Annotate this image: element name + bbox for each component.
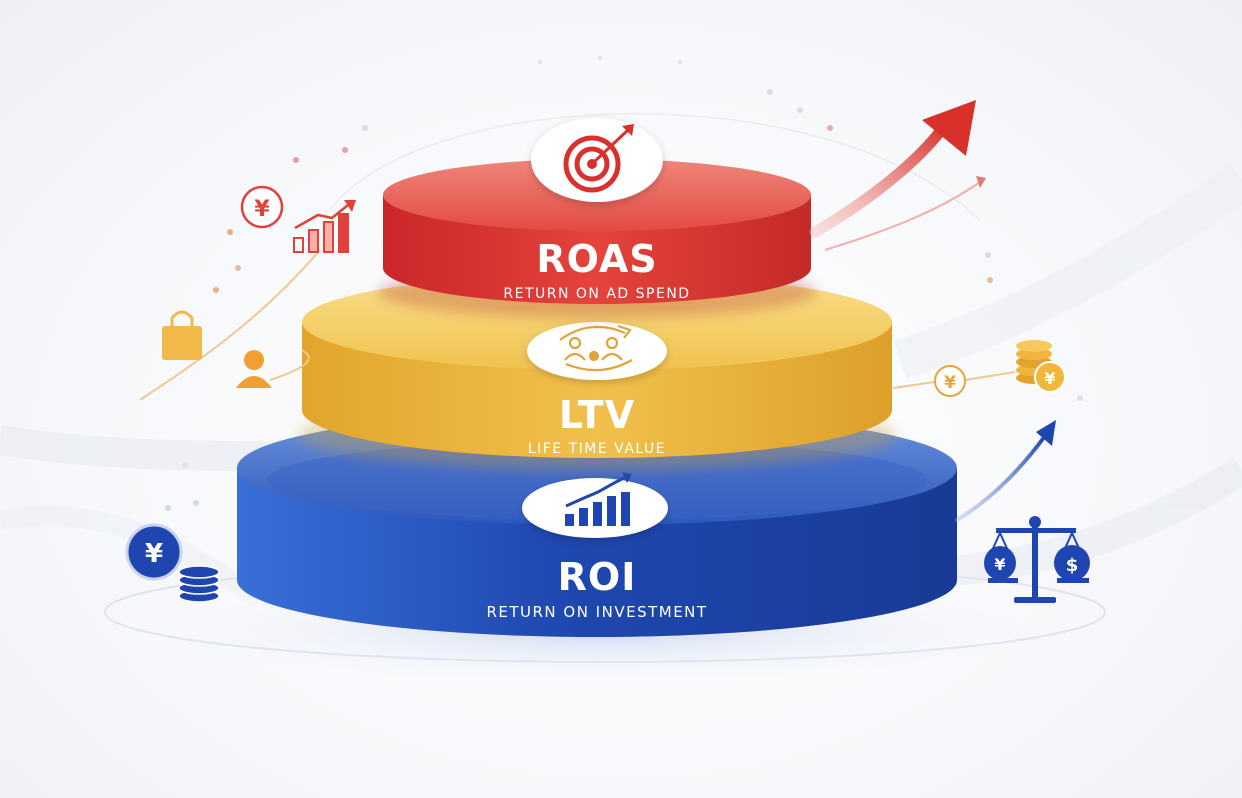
ltv-subtitle: LIFE TIME VALUE [528, 441, 666, 457]
roas-title: ROAS [536, 237, 657, 281]
svg-text:¥: ¥ [994, 555, 1005, 574]
tier-roas: ROAS RETURN ON AD SPEND [377, 118, 817, 318]
svg-text:$: $ [1066, 555, 1079, 576]
dotted-arcs [165, 55, 1083, 511]
svg-text:¥: ¥ [1044, 369, 1055, 388]
target-icon [563, 124, 634, 193]
blue-growth-arrow [955, 420, 1056, 522]
bar-chart-icon [565, 472, 632, 526]
svg-text:¥: ¥ [254, 197, 270, 222]
shopping-bag-icon [162, 310, 202, 360]
svg-text:¥: ¥ [944, 373, 956, 393]
coin-stack-blue-icon [178, 565, 220, 603]
red-growth-arrow [809, 100, 986, 251]
svg-text:¥: ¥ [145, 539, 163, 569]
yen-coin-blue-icon: ¥ [125, 523, 183, 581]
roas-subtitle: RETURN ON AD SPEND [503, 286, 690, 302]
roi-subtitle: RETURN ON INVESTMENT [486, 603, 707, 621]
customer-loop-icon-badge [527, 322, 667, 380]
customer-loop-icon [559, 324, 633, 372]
balance-scale-icon: ¥ $ [984, 516, 1090, 603]
yen-coin-outline-icon: ¥ [934, 365, 966, 397]
gold-coin-stack-icon: ¥ [1016, 340, 1066, 393]
roi-title: ROI [558, 555, 637, 599]
ltv-title: LTV [559, 393, 635, 437]
rising-bars-icon [293, 200, 356, 253]
yen-coin-red-icon: ¥ [240, 185, 284, 229]
customer-person-icon [236, 350, 272, 388]
